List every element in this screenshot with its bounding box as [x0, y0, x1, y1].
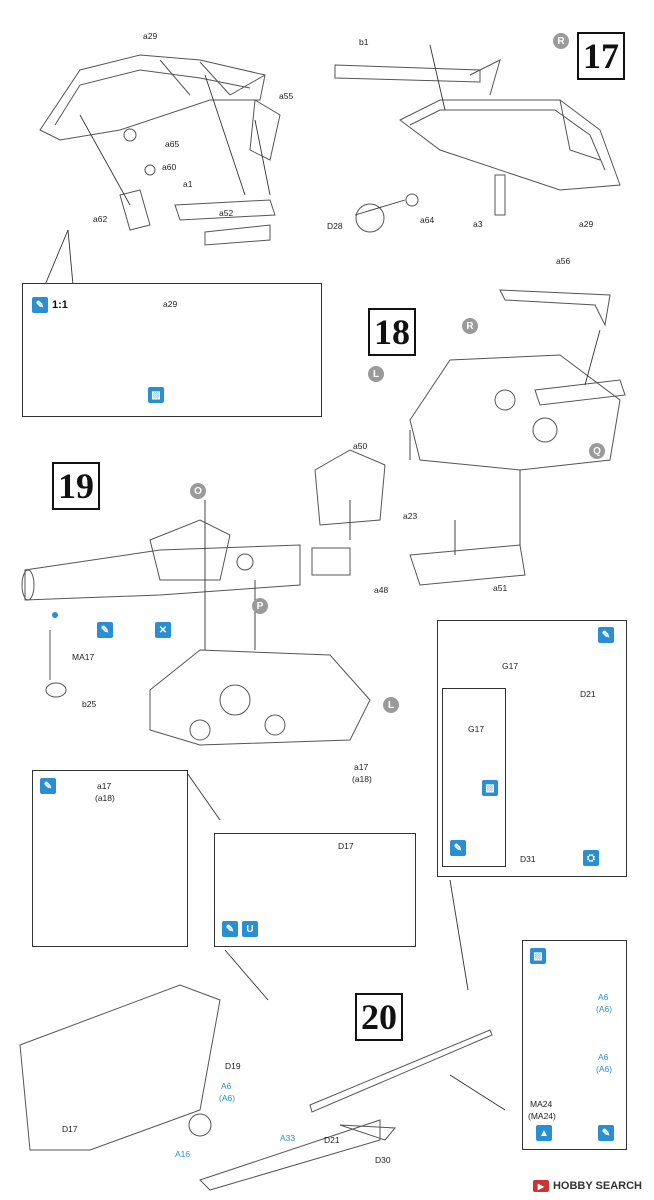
part-label: a62: [93, 214, 108, 224]
part-label: a29: [143, 31, 158, 41]
part-label: a52: [219, 208, 234, 218]
part-label: a51: [493, 583, 508, 593]
part-label: (A6): [219, 1093, 236, 1103]
watermark-text: HOBBY SEARCH: [552, 1180, 642, 1192]
part-label: A6: [598, 1052, 609, 1062]
part-label: a50: [353, 441, 368, 451]
up-arrow-icon: ▲: [536, 1125, 552, 1141]
part-label: a55: [279, 91, 294, 101]
part-label: a23: [403, 511, 418, 521]
part-label: D19: [225, 1061, 241, 1071]
hobby-search-logo-icon: ▶: [532, 1180, 549, 1192]
magnet-icon: U: [242, 921, 258, 937]
paint-brush-icon: ✎: [598, 1125, 614, 1141]
side-badge-r-17: R: [553, 33, 569, 49]
part-label: D21: [324, 1135, 340, 1145]
part-label: G17: [468, 724, 485, 734]
side-badge-l-18: L: [368, 366, 384, 382]
part-label: a65: [165, 139, 180, 149]
part-label: (MA24): [528, 1111, 556, 1121]
detail-panel-step20-parts: [522, 940, 627, 1150]
part-label: A33: [280, 1133, 296, 1143]
paint-brush-icon: ✎: [97, 622, 113, 638]
paint-brush-icon: ✎: [450, 840, 466, 856]
step-number-18: 18: [368, 308, 416, 356]
side-badge-r-18: R: [462, 318, 478, 334]
part-label: MA24: [530, 1099, 553, 1109]
hatch-paint-icon: ▨: [482, 780, 498, 796]
part-label: A16: [175, 1149, 191, 1159]
part-label: D17: [62, 1124, 78, 1134]
part-label: A6: [221, 1081, 232, 1091]
part-label: (a18): [352, 774, 372, 784]
part-label: a48: [374, 585, 389, 595]
paint-brush-icon: ✎: [222, 921, 238, 937]
part-label: (A6): [596, 1004, 613, 1014]
paint-brush-icon: ✎: [32, 297, 48, 313]
side-badge-o-19: O: [190, 483, 206, 499]
detail-scale-label: 1:1: [52, 299, 68, 311]
part-label: D17: [338, 841, 354, 851]
part-label: D28: [327, 221, 343, 231]
watermark: ▶ HOBBY SEARCH: [532, 1180, 642, 1192]
part-label: a29: [163, 299, 178, 309]
hatch-paint-icon: ▨: [148, 387, 164, 403]
part-label: a29: [579, 219, 594, 229]
part-label: a64: [420, 215, 435, 225]
cement-icon: ✕: [155, 622, 171, 638]
glue-icon: ⛭: [583, 850, 599, 866]
side-badge-p-19: P: [252, 598, 268, 614]
part-label: (A6): [596, 1064, 613, 1074]
detail-panel-g17-inset: [442, 688, 506, 867]
part-label: b1: [359, 37, 369, 47]
paint-brush-icon: ✎: [598, 627, 614, 643]
part-label: b25: [82, 699, 97, 709]
part-label: a1: [183, 179, 193, 189]
part-label: a17: [354, 762, 369, 772]
hatch-paint-icon: ▨: [530, 948, 546, 964]
side-badge-q-18: Q: [589, 443, 605, 459]
side-badge-l-19: L: [383, 697, 399, 713]
detail-panel-step19: [32, 770, 188, 947]
paint-brush-icon: ✎: [40, 778, 56, 794]
part-label: a3: [473, 219, 483, 229]
step-number-17: 17: [577, 32, 625, 80]
part-label: a60: [162, 162, 177, 172]
part-label: a17: [97, 781, 112, 791]
part-label: MA17: [72, 652, 95, 662]
part-label: G17: [502, 661, 519, 671]
part-label: a56: [556, 256, 571, 266]
part-label: D31: [520, 854, 536, 864]
step-number-19: 19: [52, 462, 100, 510]
step-number-20: 20: [355, 993, 403, 1041]
part-label: D21: [580, 689, 596, 699]
part-label: D30: [375, 1155, 391, 1165]
part-label: (a18): [95, 793, 115, 803]
part-label: A6: [598, 992, 609, 1002]
detail-panel-scale: [22, 283, 322, 417]
